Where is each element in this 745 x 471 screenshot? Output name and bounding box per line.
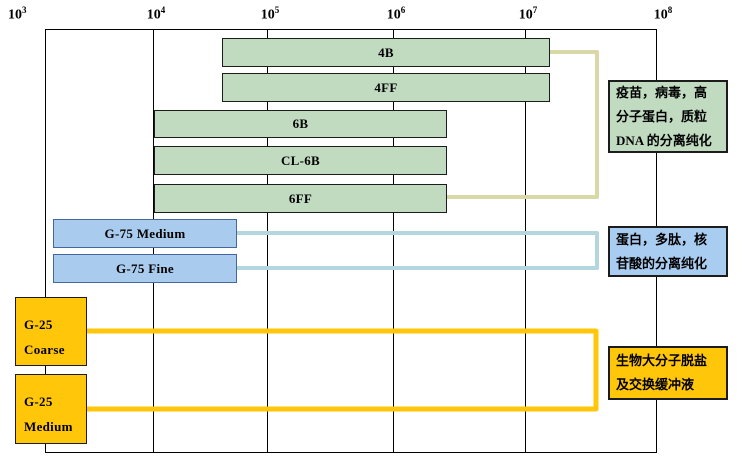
bar-4ff-label: 4FF (374, 79, 398, 95)
bar-g75-medium-label: G-75 Medium (104, 225, 186, 241)
gridline-1e3 (45, 29, 46, 453)
bar-g25-medium: G-25 Medium (15, 374, 87, 444)
annotation-desalting-box: 生物大分子脱盐 及交换缓冲液 (608, 346, 728, 400)
axis-tick-label-1e7: 107 (518, 5, 538, 23)
annotation-line: 疫苗，病毒，高 (616, 84, 708, 100)
bar-g25-medium-label-line1: G-25 (24, 394, 53, 409)
bar-cl-6b: CL-6B (154, 146, 447, 175)
gridline-1e6 (393, 29, 394, 453)
axis-tick-label-1e5: 105 (260, 5, 280, 23)
annotation-vaccine-virus-box: 疫苗，病毒，高 分子蛋白，质粒 DNA 的分离纯化 (608, 80, 728, 153)
annotation-line: 蛋白，多肽，核 (616, 231, 708, 247)
axis-tick-label-1e3: 103 (8, 5, 27, 23)
bar-g25-coarse-label-line1: G-25 (24, 316, 53, 332)
connector-sepharose (447, 50, 599, 199)
bar-4b: 4B (222, 38, 550, 67)
bar-g75-medium: G-75 Medium (53, 219, 237, 248)
gridline-1e7 (525, 29, 526, 453)
bar-6ff: 6FF (154, 184, 447, 213)
bar-g75-fine: G-75 Fine (53, 254, 237, 283)
connector-g25 (87, 328, 599, 412)
bottom-border-line (45, 452, 657, 453)
annotation-line: 生物大分子脱盐 (616, 353, 708, 368)
bar-6ff-label: 6FF (288, 190, 313, 206)
bar-6b-label: 6B (292, 116, 309, 131)
connector-g75 (237, 231, 599, 270)
bar-4b-label: 4B (378, 44, 394, 60)
annotation-protein-peptide-box: 蛋白，多肽，核 苷酸的分离纯化 (608, 226, 728, 277)
bar-g75-fine-label: G-75 Fine (116, 260, 174, 276)
top-axis-line (45, 29, 657, 30)
bar-g25-medium-label-line2: Medium (24, 419, 73, 434)
bar-4ff: 4FF (222, 73, 550, 102)
annotation-line: DNA 的分离纯化 (616, 132, 712, 148)
annotation-line: 及交换缓冲液 (616, 377, 695, 392)
annotation-line: 苷酸的分离纯化 (616, 255, 708, 271)
axis-tick-label-1e6: 106 (386, 5, 406, 23)
bar-g25-coarse-label-line2: Coarse (24, 341, 65, 357)
annotation-line: 分子蛋白，质粒 (616, 108, 708, 124)
axis-tick-label-1e4: 104 (146, 5, 166, 23)
gridline-1e5 (267, 29, 268, 453)
bar-6b: 6B (154, 110, 447, 138)
bar-cl-6b-label: CL-6B (280, 152, 321, 168)
axis-tick-label-1e8: 108 (653, 5, 673, 23)
bar-g25-coarse: G-25 Coarse (15, 297, 87, 366)
